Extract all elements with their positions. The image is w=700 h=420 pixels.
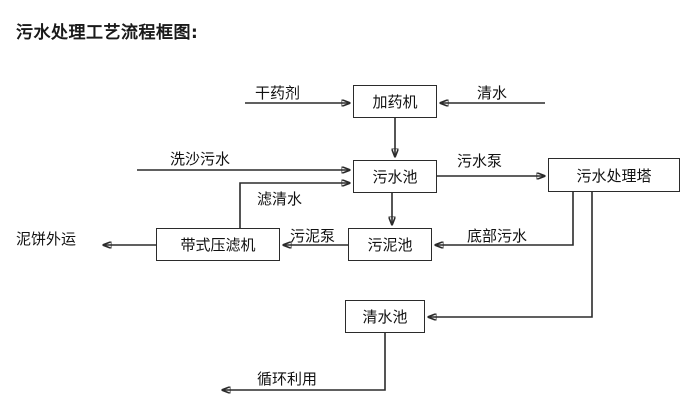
edge-label-mud-cake-outbound: 泥饼外运 [16,230,77,248]
edge-treatment-tower-bottom-sewage-to-sludge-pool [435,192,574,245]
node-belt-filter-press[interactable]: 带式压滤机 [156,228,280,261]
edge-label-recycle-reuse: 循环利用 [257,370,318,388]
edge-filtrate-to-wastewater-pool [239,183,350,228]
node-sludge-pool[interactable]: 污泥池 [348,228,432,261]
edge-label-dry-chemical: 干药剂 [255,84,301,102]
edge-label-clean-water: 清水 [477,84,508,102]
edge-label-bottom-sewage: 底部污水 [467,227,528,245]
node-treatment-tower[interactable]: 污水处理塔 [548,158,680,192]
page-title: 污水处理工艺流程框图: [16,23,199,43]
edge-label-filtrate-water: 滤清水 [257,190,303,208]
edge-label-sewage-pump: 污水泵 [457,152,503,170]
node-clear-water-pool[interactable]: 清水池 [345,300,425,333]
edge-label-sand-wash-sewage: 洗沙污水 [170,150,231,168]
edge-clear-water-pool-recycle-reuse [222,333,386,390]
edge-label-sludge-pump: 污泥泵 [290,227,336,245]
node-wastewater-pool[interactable]: 污水池 [353,160,437,193]
edge-treatment-tower-to-clear-water-pool [428,192,593,317]
node-dosing-machine[interactable]: 加药机 [353,85,437,118]
